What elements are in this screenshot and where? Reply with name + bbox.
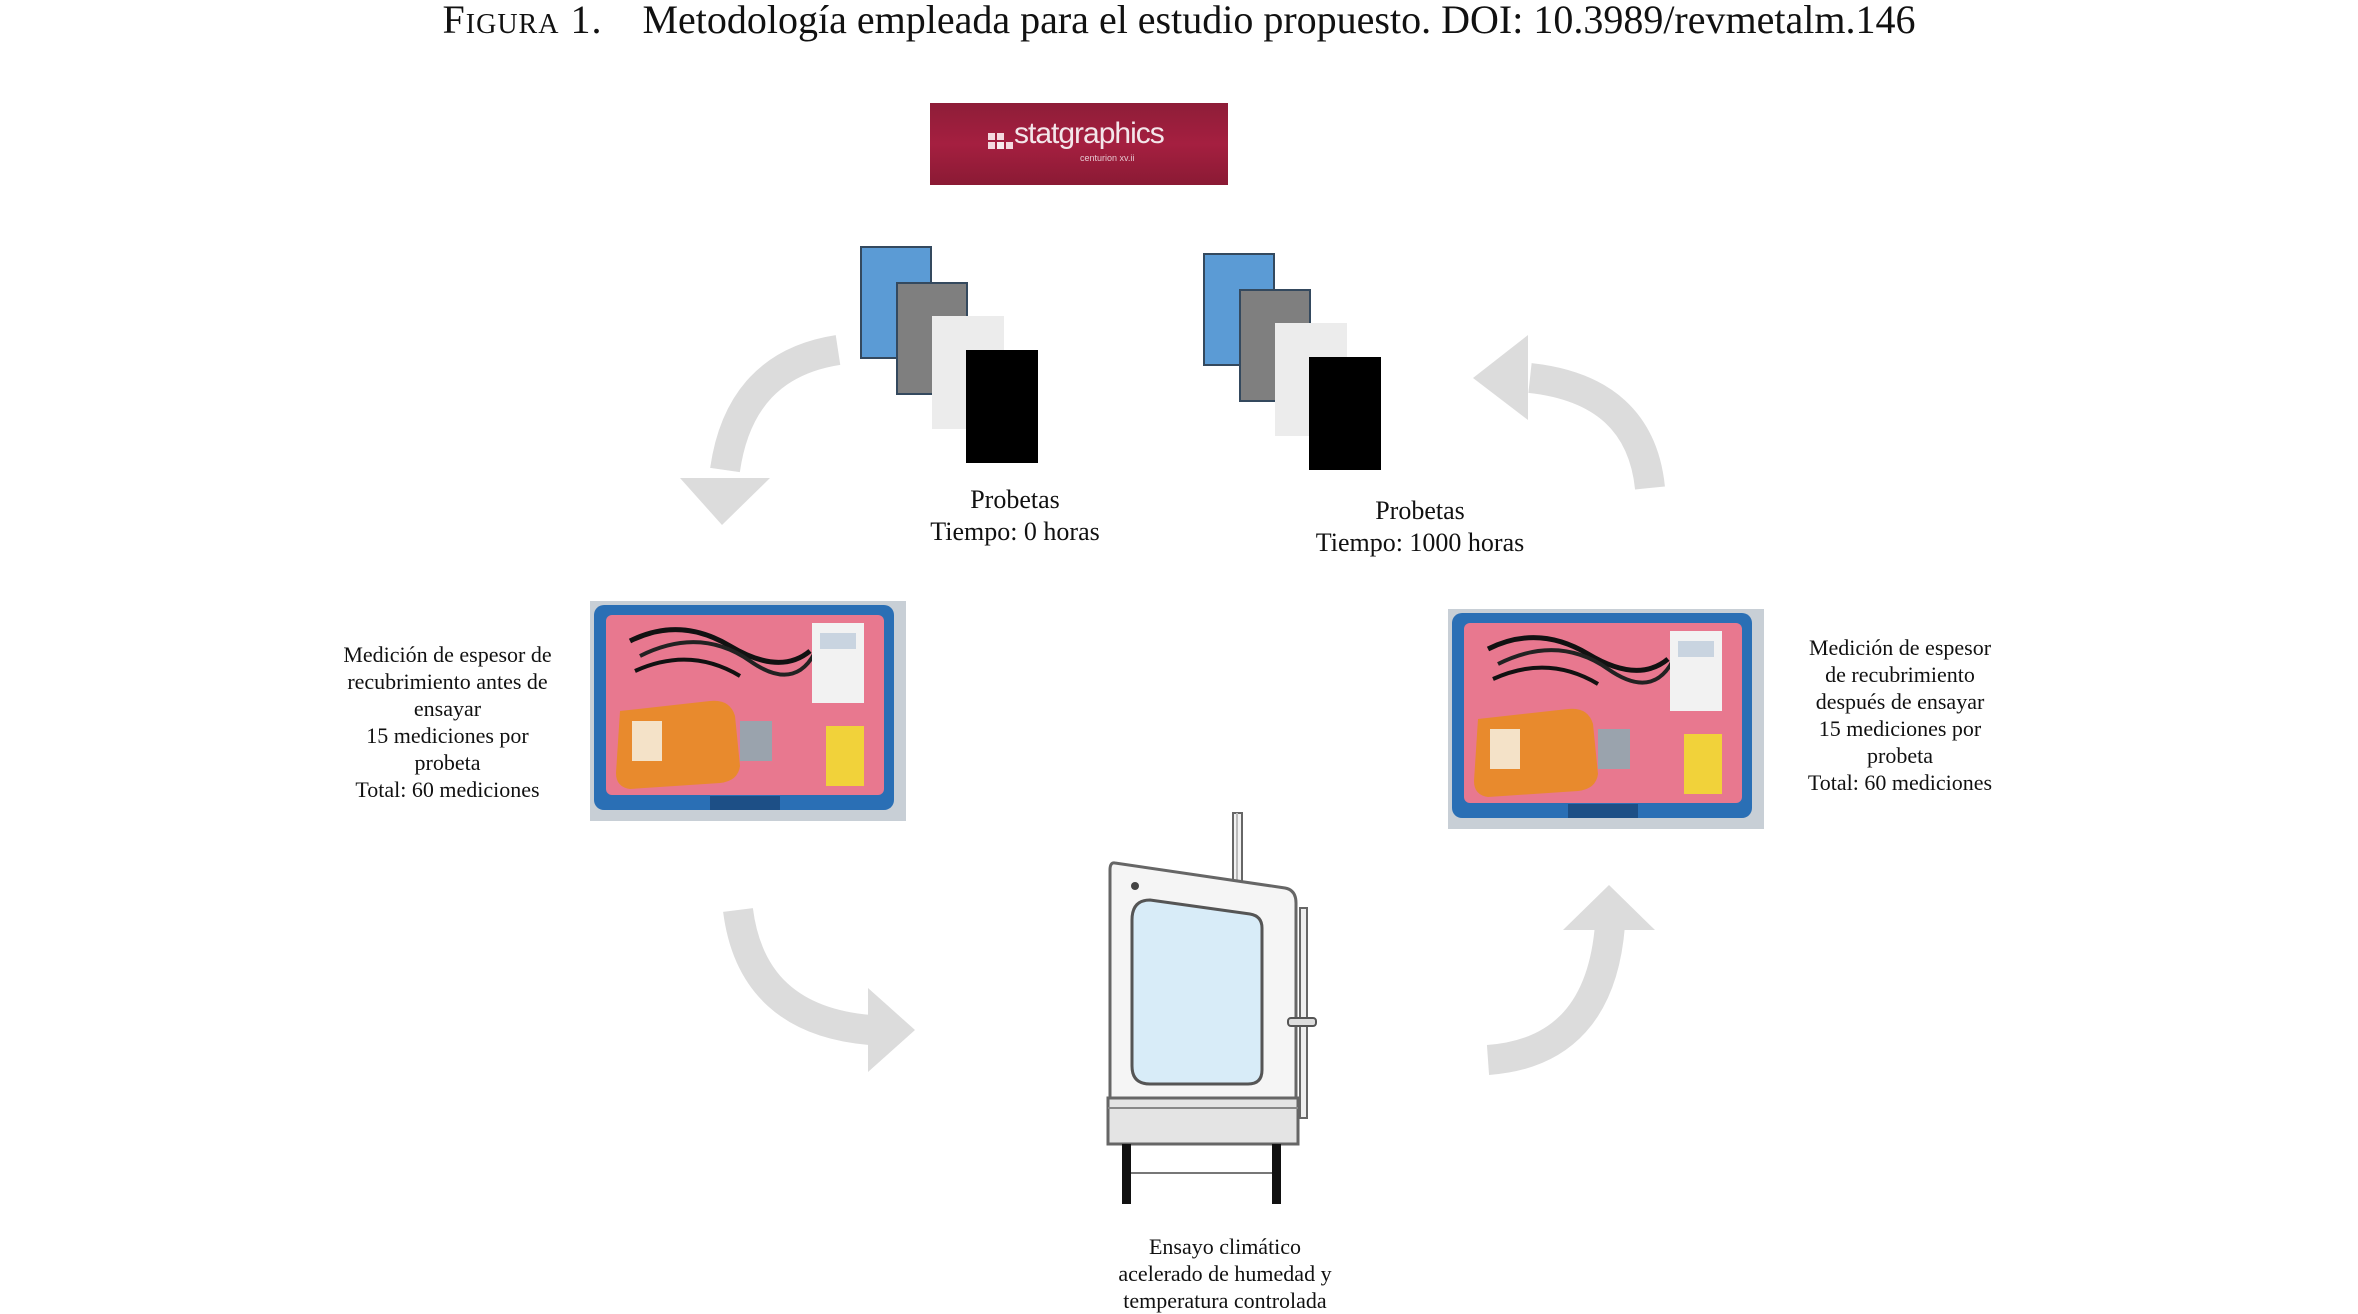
label-medicion-despues: Medición de espesor de recubrimiento des… xyxy=(1807,635,1993,795)
thickness-gauge-photo-before xyxy=(590,601,906,821)
specimen-black xyxy=(1309,357,1381,470)
climate-chamber-icon xyxy=(1106,812,1317,1204)
logo-square-1 xyxy=(988,133,995,140)
arrow-top-left xyxy=(680,335,841,525)
thickness-gauge-photo-after xyxy=(1448,609,1764,829)
arrow-bottom-left xyxy=(723,907,915,1072)
arrow-top-right xyxy=(1473,335,1665,490)
logo-square-4 xyxy=(997,142,1004,149)
logo-square-2 xyxy=(997,133,1004,140)
logo-word: statgraphics xyxy=(1014,117,1165,150)
specimen-stack-1000h xyxy=(1203,253,1383,473)
label-medicion-antes: Medición de espesor de recubrimiento ant… xyxy=(343,642,552,802)
specimen-stack-0h xyxy=(860,246,1040,466)
logo-square-3 xyxy=(988,142,995,149)
specimen-black xyxy=(966,350,1038,463)
label-ensayo-climatico: Ensayo climático acelerado de humedad y … xyxy=(1118,1234,1332,1313)
arrow-bottom-right xyxy=(1486,885,1655,1075)
caption-text: Metodología empleada para el estudio pro… xyxy=(642,0,1916,42)
label-probetas-0h: Probetas Tiempo: 0 horas xyxy=(930,485,1100,546)
label-probetas-1000h: Probetas Tiempo: 1000 horas xyxy=(1315,496,1525,557)
figure-caption: Figura 1. Metodología empleada para el es… xyxy=(0,0,2358,40)
statgraphics-logo: statgraphics centurion xv.ii xyxy=(930,103,1228,185)
caption-label: Figura 1. xyxy=(442,0,603,42)
logo-subtitle: centurion xv.ii xyxy=(1080,153,1135,163)
logo-square-5 xyxy=(1006,142,1013,149)
